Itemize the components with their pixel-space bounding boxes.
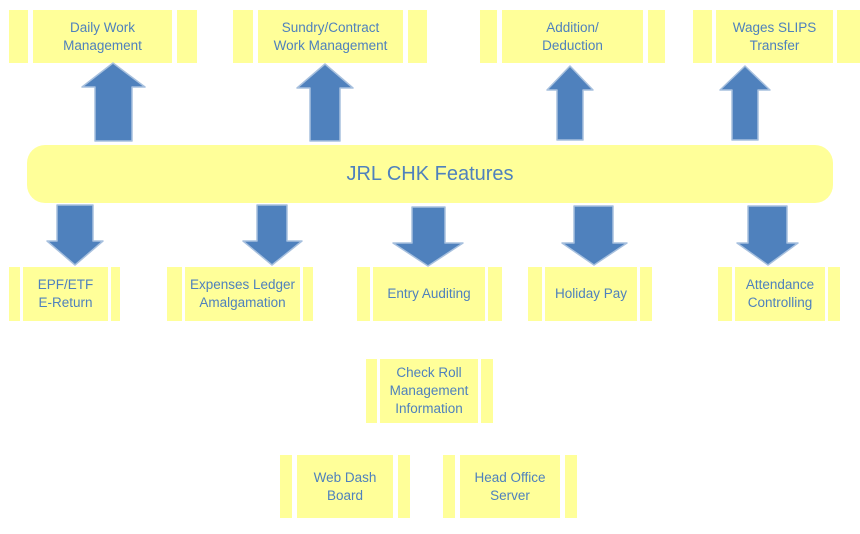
down-block-arrow-3 [392,206,464,267]
up-block-arrow-4 [719,65,771,141]
node-accent-strip-right [648,10,665,63]
down-block-arrow-4 [561,205,628,266]
node-accent-strip-right [640,267,652,321]
node-accent-strip-left [443,455,455,518]
node-accent-strip-left [693,10,712,63]
node-accent-strip-left [9,267,20,321]
up-block-arrow-2 [296,63,354,142]
node-accent-strip-left [366,359,377,423]
node-label: Head Office Server [460,455,560,518]
node-accent-strip-right [828,267,840,321]
node-addition-deduction: Addition/ Deduction [480,10,665,63]
up-block-arrow-1 [81,62,146,142]
node-accent-strip-left [718,267,732,321]
node-holiday-pay: Holiday Pay [528,267,652,321]
node-accent-strip-left [167,267,182,321]
node-accent-strip-left [9,10,28,63]
node-epf-etf-e-return: EPF/ETF E-Return [9,267,120,321]
node-attendance-controlling: Attendance Controlling [718,267,840,321]
node-expenses-ledger-amalgamation: Expenses Ledger Amalgamation [167,267,313,321]
node-daily-work-management: Daily Work Management [9,10,197,63]
node-accent-strip-left [357,267,370,321]
node-wages-slips-transfer: Wages SLIPS Transfer [693,10,860,63]
node-label: EPF/ETF E-Return [23,267,108,321]
node-accent-strip-right [481,359,493,423]
node-accent-strip-left [528,267,542,321]
node-label: Holiday Pay [545,267,637,321]
node-accent-strip-right [408,10,427,63]
node-accent-strip-right [488,267,502,321]
node-accent-strip-left [233,10,253,63]
node-accent-strip-right [177,10,197,63]
node-entry-auditing: Entry Auditing [357,267,502,321]
node-accent-strip-right [303,267,313,321]
node-accent-strip-right [565,455,577,518]
down-block-arrow-5 [736,205,799,266]
node-label: Web Dash Board [297,455,393,518]
node-label: Attendance Controlling [735,267,825,321]
node-accent-strip-right [398,455,410,518]
diagram-title: JRL CHK Features [346,162,514,185]
node-label: Addition/ Deduction [502,10,643,63]
node-label: Daily Work Management [33,10,172,63]
down-block-arrow-1 [46,204,104,266]
node-accent-strip-right [111,267,120,321]
node-head-office-server: Head Office Server [443,455,577,518]
node-label: Entry Auditing [373,267,485,321]
node-web-dash-board: Web Dash Board [280,455,410,518]
node-label: Check Roll Management Information [380,359,478,423]
center-feature-box: JRL CHK Features [27,145,833,203]
node-check-roll-management-information: Check Roll Management Information [366,359,493,423]
node-accent-strip-left [480,10,497,63]
node-sundry-contract-work-management: Sundry/Contract Work Management [233,10,427,63]
node-label: Expenses Ledger Amalgamation [185,267,300,321]
up-block-arrow-3 [546,65,594,141]
down-block-arrow-2 [242,204,303,266]
node-accent-strip-right [837,10,860,63]
node-label: Wages SLIPS Transfer [716,10,833,63]
node-accent-strip-left [280,455,292,518]
node-label: Sundry/Contract Work Management [258,10,403,63]
